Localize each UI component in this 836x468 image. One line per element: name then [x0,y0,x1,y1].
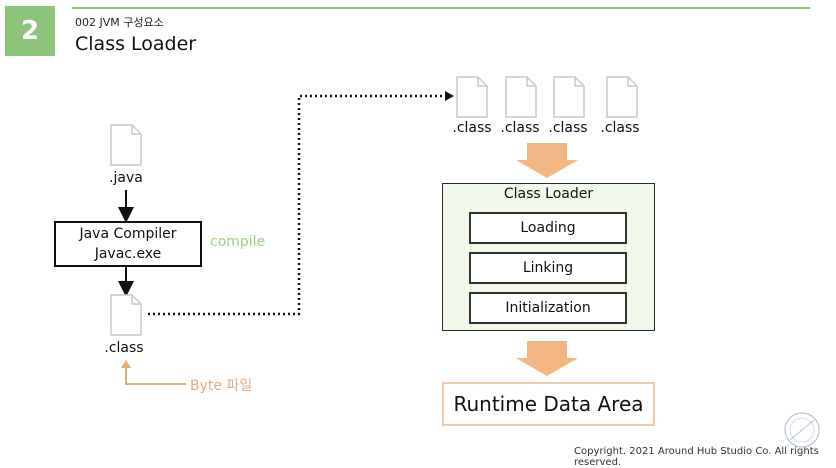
compiler-executable: Javac.exe [94,246,162,262]
orange-block-arrow-icon [516,143,578,178]
file-icon [110,124,142,166]
java-file-label: .java [109,170,143,186]
linking-stage: Linking [469,252,627,284]
compiler-name: Java Compiler [79,226,177,242]
stamp-icon [784,412,820,448]
byte-file-arrow [125,366,186,385]
loading-stage: Loading [469,212,627,244]
class-file-label: .class [500,120,540,136]
class-file-label: .class [452,120,492,136]
byte-file-label: Byte 파일 [190,378,253,394]
dotted-connector [148,94,445,316]
page-subtitle: 002 JVM 구성요소 [75,16,164,29]
class-file-label: .class [548,120,588,136]
header-divider [72,7,810,9]
byte-file-arrow-head [121,360,131,368]
section-number-badge: 2 [5,6,55,56]
java-compiler-box: Java Compiler Javac.exe [54,221,202,267]
compile-label: compile [210,234,266,250]
file-icon [505,76,537,118]
page-title: Class Loader [75,33,197,55]
file-icon [606,76,638,118]
class-file-label: .class [600,120,640,136]
file-icon [456,76,488,118]
runtime-data-area-box: Runtime Data Area [442,382,655,426]
initialization-stage: Initialization [469,292,627,324]
dotted-connector-head [445,91,454,101]
class-loader-title: Class Loader [503,186,594,202]
file-icon [553,76,585,118]
file-icon [110,294,142,336]
class-file-label: .class [104,340,144,356]
orange-block-arrow-icon [516,341,578,376]
